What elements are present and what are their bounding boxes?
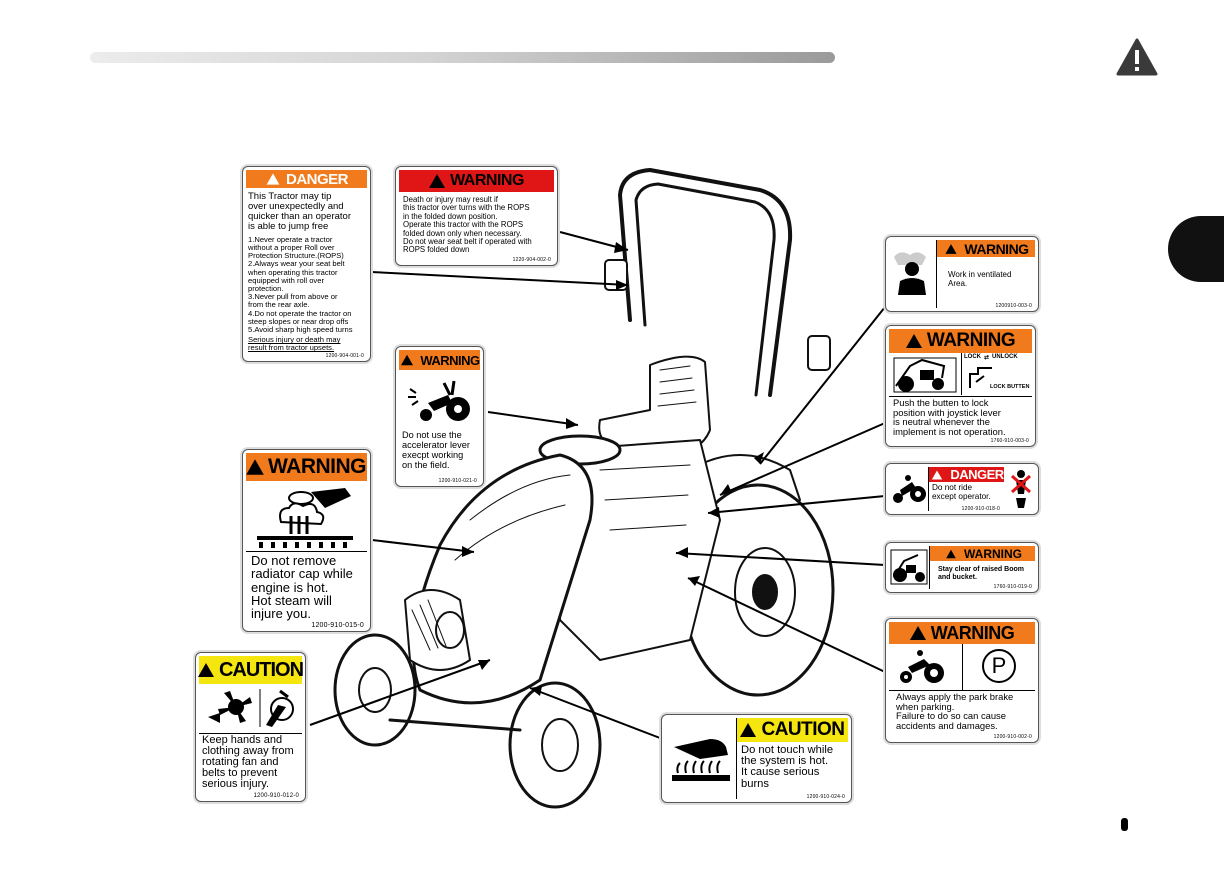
signal-word: CAUTION: [218, 658, 304, 681]
warning-rops-folded-decal: WARNING Death or injury may result if th…: [395, 166, 558, 266]
danger-list-item: 1.Never operate a tractor without a prop…: [248, 234, 344, 261]
alert-triangle-icon: [905, 334, 922, 348]
caution-fan-decal: CAUTION Keep hands and clothing away fro…: [195, 652, 306, 802]
warning-boom-decal: WARNING Stay clear of raised Boom and bu…: [885, 542, 1039, 593]
signal-word: WARNING: [926, 330, 1016, 351]
alert-triangle-icon: [932, 469, 943, 480]
decal-text: Push the butten to lock position with jo…: [893, 397, 1006, 437]
warning-triangle-icon: [1116, 38, 1158, 76]
decal-text: Always apply the park brake when parking…: [896, 691, 1014, 731]
decal-code: 1200-910-015-0: [311, 622, 364, 629]
parking-brake-icon: P: [982, 649, 1016, 683]
seat: [598, 355, 711, 454]
signal-word: WARNING: [420, 352, 480, 368]
decal-text: Work in ventilated Area.: [948, 270, 1012, 288]
signal-word: WARNING: [450, 172, 524, 189]
decal-code: 1200-904-001-0: [325, 353, 364, 359]
signal-word: CAUTION: [761, 719, 845, 740]
leader-boom: [675, 552, 886, 566]
lock-button-text: LOCK BUTTEN: [990, 384, 1030, 390]
alert-triangle-icon: [946, 549, 956, 558]
decal-code: 1200-910-002-0: [993, 734, 1032, 740]
rotating-fan-hand-icon: [208, 689, 294, 727]
danger-list-item: 3.Never pull from above or from the rear…: [248, 292, 338, 310]
lock-button-icon: [969, 367, 992, 388]
leader-accelerator: [487, 411, 579, 426]
raised-boom-icon: [890, 549, 928, 585]
header-bar: [90, 52, 835, 63]
decal-text: Do not ride except operator.: [932, 483, 991, 501]
chapter-tab: [1168, 216, 1224, 282]
danger-ride-decal: DANGER Do not ride except operator. 1200…: [885, 463, 1039, 515]
caution-hot-decal: CAUTION Do not touch while the system is…: [661, 714, 852, 803]
danger-line: This Tractor may tip: [248, 191, 332, 202]
decal-text: Do not remove radiator cap while engine …: [251, 553, 353, 621]
arrows-icon: ⇄: [984, 355, 990, 361]
signal-word: WARNING: [268, 455, 367, 478]
decal-code: 1200-910-012-0: [253, 793, 299, 799]
page-number-mark: [1121, 818, 1128, 831]
signal-word: DANGER: [950, 467, 1004, 482]
warning-accelerator-decal: WARNING Do not use the accelerator lever…: [395, 346, 484, 487]
decal-code: 1200-910-024-0: [806, 794, 845, 800]
decal-code: 1200-910-021-0: [438, 478, 477, 484]
alert-triangle-icon: [429, 174, 446, 188]
leader-danger-rops: [370, 271, 629, 286]
decal-code: 1760-910-003-0: [990, 438, 1029, 444]
decal-text: Keep hands and clothing away from rotati…: [202, 734, 294, 790]
decal-text: Do not use the accelerator lever execpt …: [402, 430, 470, 470]
warning-ventilated-decal: WARNING Work in ventilated Area. 1200910…: [885, 236, 1039, 312]
decal-text: Do not touch while the system is hot. It…: [741, 744, 834, 790]
danger-footer: Serious injury or death may result from …: [248, 335, 341, 353]
alert-triangle-icon: [246, 459, 264, 475]
danger-list-item: 4.Do not operate the tractor on steep sl…: [248, 308, 352, 326]
warning-park-brake-decal: WARNING P Always apply the park brake wh…: [885, 618, 1039, 743]
leader-lock: [719, 422, 886, 496]
danger-line: is able to jump free: [248, 220, 329, 232]
danger-list-item: 2.Always wear your seat belt when operat…: [248, 259, 345, 293]
alert-triangle-icon: [266, 173, 280, 185]
no-passenger-icon: [1011, 470, 1031, 508]
alert-triangle-icon: [740, 723, 757, 737]
warning-lock-button-decal: WARNING LOCK ⇄ UNLOCK LOCK BUTTEN Push t…: [885, 325, 1036, 447]
decal-text: Death or injury may result if this tract…: [403, 195, 532, 255]
decal-code: 1220-904-002-0: [512, 257, 551, 263]
tractor-rider-icon: [893, 475, 926, 503]
unlock-text: UNLOCK: [992, 354, 1018, 360]
fumes-person-icon: [894, 252, 926, 295]
decal-code: 1200910-003-0: [995, 303, 1032, 309]
danger-line: over unexpectedly and: [248, 200, 344, 212]
hot-radiator-icon: [257, 488, 353, 548]
leader-ride: [707, 495, 886, 514]
alert-triangle-icon: [197, 663, 214, 677]
signal-word: DANGER: [285, 170, 349, 188]
decal-text: Stay clear of raised Boom and bucket.: [938, 566, 1024, 581]
danger-list-item: 5.Avoid sharp high speed turns: [248, 324, 353, 334]
brake-symbol: P: [991, 653, 1007, 678]
warning-radiator-decal: WARNING Do not remove radiator cap while…: [242, 449, 371, 632]
alert-triangle-icon: [401, 354, 414, 366]
tractor-slope-icon: [900, 650, 944, 683]
leader-hot: [529, 687, 661, 739]
hot-surface-hand-icon: [672, 739, 730, 781]
danger-line: quicker than an operator: [248, 210, 351, 222]
alert-triangle-icon: [945, 243, 958, 254]
rops-frame: [618, 168, 793, 397]
runaway-tractor-icon: [408, 380, 470, 421]
leader-radiator: [371, 539, 475, 553]
decal-code: 1760-910-019-0: [993, 584, 1032, 590]
signal-word: WARNING: [964, 240, 1029, 257]
alert-triangle-icon: [909, 626, 926, 640]
signal-word: WARNING: [964, 546, 1022, 561]
danger-rops-decal: DANGER This Tractor may tip over unexpec…: [242, 166, 371, 362]
signal-word: WARNING: [930, 622, 1015, 643]
loader-tractor-icon: [893, 357, 957, 393]
leader-fan: [309, 659, 491, 726]
leader-ventilated: [759, 306, 886, 465]
decal-code: 1200-910-018-0: [961, 506, 1000, 512]
leader-brake: [687, 577, 886, 673]
lock-text: LOCK: [964, 354, 981, 360]
